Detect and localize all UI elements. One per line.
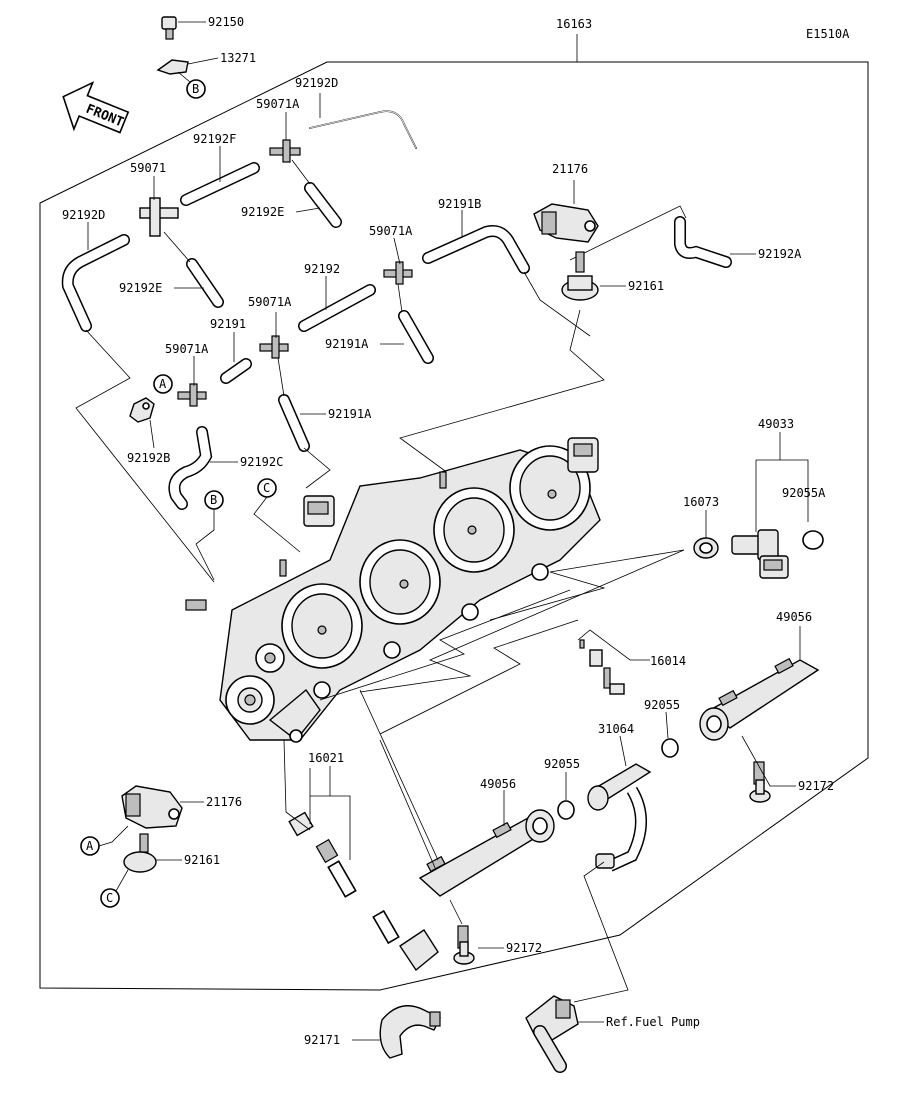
tee-59071A-mid	[259, 335, 289, 359]
pressure-regulator-16014	[579, 639, 625, 695]
injector-49033	[731, 529, 789, 579]
throttle-body-assembly	[185, 437, 601, 743]
hose-92191A-upper	[398, 310, 434, 364]
callout-92161-b: 92161	[184, 853, 220, 867]
sensor-21176-lower	[121, 785, 183, 829]
marker-c-low-label: C	[106, 891, 113, 905]
hose-92192E-upper	[304, 182, 342, 228]
clamp-92171	[379, 1005, 441, 1059]
callout-92192E-a: 92192E	[241, 205, 284, 219]
callout-21176-b: 21176	[206, 795, 242, 809]
callout-92172-b: 92172	[506, 941, 542, 955]
cap-92192B	[129, 397, 155, 423]
callout-92055A: 92055A	[782, 486, 826, 500]
left-connector	[303, 495, 335, 527]
front-arrow-icon: FRONT	[62, 81, 130, 134]
hose-92192D-left	[61, 234, 130, 332]
callout-92055-b: 92055	[544, 757, 580, 771]
tee-59071A-top	[269, 139, 301, 163]
callout-59071A-c: 59071A	[248, 295, 292, 309]
oring-92055-right	[661, 738, 679, 758]
tee-59071A-mid-right	[383, 261, 413, 285]
tps-sensor	[567, 437, 599, 473]
callout-92192E-b: 92192E	[119, 281, 162, 295]
throttle-pulley	[225, 643, 285, 725]
oring-92055-left	[557, 800, 575, 820]
callout-92172-a: 92172	[798, 779, 834, 793]
throttle-bore-3	[433, 487, 515, 573]
diagram-code: E1510A	[806, 27, 850, 41]
callout-92191A-a: 92191A	[325, 337, 369, 351]
callout-49056-b: 49056	[480, 777, 516, 791]
marker-a-mid-label: A	[159, 377, 167, 391]
hose-92192C	[168, 426, 213, 510]
callout-92161-a: 92161	[628, 279, 664, 293]
bolt-92172-left	[453, 925, 475, 965]
tee-59071A-low	[177, 383, 207, 407]
callout-31064: 31064	[598, 722, 634, 736]
oring-92055A	[802, 530, 824, 550]
assembly-frame	[39, 61, 869, 991]
hose-92192	[298, 284, 376, 332]
callout-16021: 16021	[308, 751, 344, 765]
marker-b-top	[186, 79, 206, 99]
fuel-joint-31064	[587, 763, 652, 872]
bolt-92172-right	[749, 761, 771, 803]
callout-16163: 16163	[556, 17, 592, 31]
fuel-pump-hose-connector	[525, 995, 579, 1073]
callout-92191: 92191	[210, 317, 246, 331]
callout-21176-a: 21176	[552, 162, 588, 176]
marker-c-low	[100, 888, 120, 908]
marker-b-top-label: B	[192, 82, 199, 96]
callout-49033: 49033	[758, 417, 794, 431]
grommet-92161-top	[561, 251, 599, 301]
cross-59071	[139, 197, 179, 237]
callout-92150: 92150	[208, 15, 244, 29]
callout-92171: 92171	[304, 1033, 340, 1047]
callout-59071: 59071	[130, 161, 166, 175]
callout-16073: 16073	[683, 495, 719, 509]
hose-92191A-lower	[278, 394, 310, 452]
throttle-bore-2	[359, 539, 441, 625]
sensor-16021	[288, 811, 439, 972]
callout-16014: 16014	[650, 654, 686, 668]
sensor-21176-top	[533, 203, 599, 243]
seal-16073	[693, 537, 719, 559]
marker-a-mid	[153, 374, 173, 394]
callout-59071A-a: 59071A	[256, 97, 300, 111]
marker-a-low-label: A	[86, 839, 94, 853]
callout-92192D-b: 92192D	[62, 208, 105, 222]
callout-92191A-b: 92191A	[328, 407, 372, 421]
hose-92192A	[674, 216, 732, 268]
callout-92192C: 92192C	[240, 455, 283, 469]
delivery-pipe-49056-left	[418, 809, 555, 897]
hose-92191B	[422, 225, 530, 274]
callout-92191B: 92191B	[438, 197, 481, 211]
callout-92192: 92192	[304, 262, 340, 276]
callout-92192F: 92192F	[193, 132, 236, 146]
hose-92192F	[180, 162, 260, 206]
callout-92192A: 92192A	[758, 247, 802, 261]
callout-59071A-d: 59071A	[165, 342, 209, 356]
hose-92192E-lower	[186, 258, 224, 308]
callout-49056-a: 49056	[776, 610, 812, 624]
callout-92192B: 92192B	[127, 451, 170, 465]
bolt-92150	[161, 16, 177, 40]
callout-13271: 13271	[220, 51, 256, 65]
throttle-bore-1	[281, 583, 363, 669]
callout-92192D-a: 92192D	[295, 76, 338, 90]
callout-59071A-b: 59071A	[369, 224, 413, 238]
delivery-pipe-49056-right	[699, 657, 820, 741]
callout-92055-a: 92055	[644, 698, 680, 712]
marker-b-mid-label: B	[210, 493, 217, 507]
ref-fuel-pump: Ref.Fuel Pump	[606, 1015, 700, 1029]
hose-92191	[220, 358, 252, 384]
grommet-92161-lower	[123, 833, 157, 873]
bracket-13271	[156, 59, 189, 75]
marker-c-mid-label: C	[263, 481, 270, 495]
